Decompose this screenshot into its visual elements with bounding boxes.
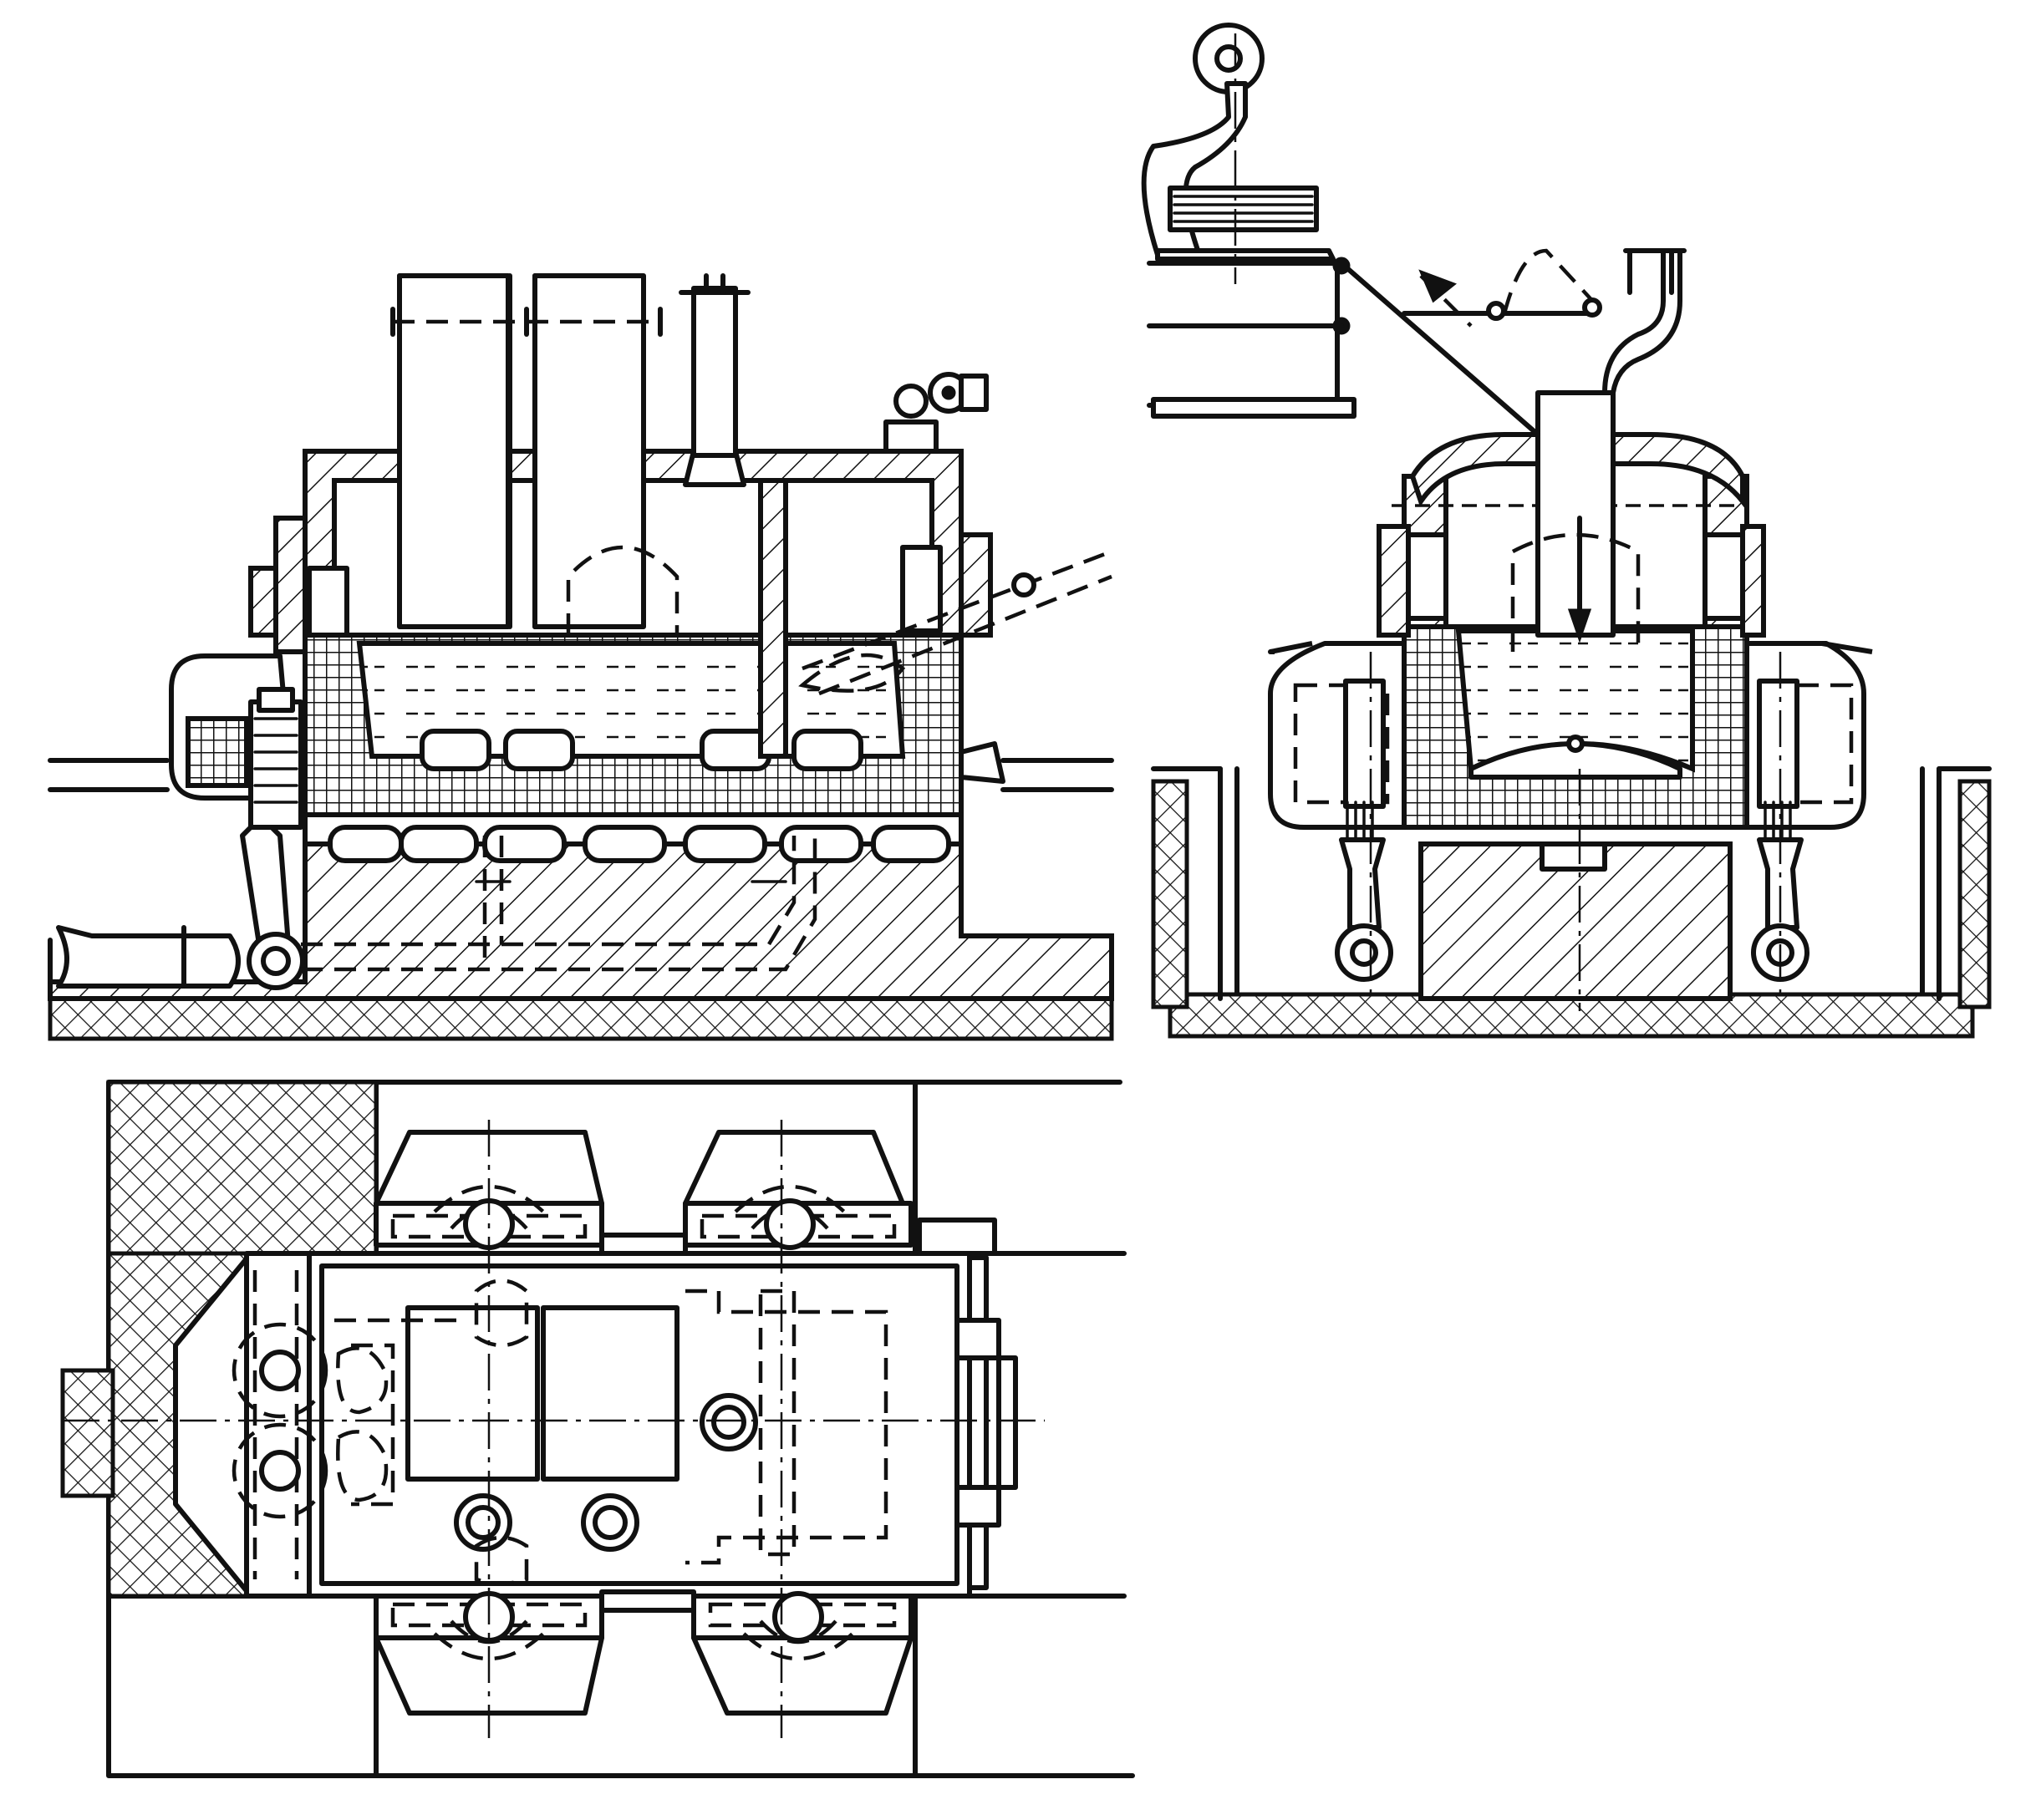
plan-electrode-1 — [405, 1305, 540, 1482]
ground-strip — [48, 996, 1114, 1041]
support-rollers — [303, 812, 964, 863]
electrodes — [390, 273, 663, 629]
crane-rails — [1147, 261, 1352, 408]
end-ground — [1168, 992, 1975, 1039]
end-housings — [1268, 641, 1873, 654]
crane-hook — [1141, 23, 1336, 262]
side-section-view — [48, 273, 1114, 1041]
drive-shaft — [56, 925, 241, 989]
central-pedestal — [1418, 841, 1733, 1001]
tap-spout — [959, 741, 1005, 784]
charging-chute — [802, 549, 1112, 696]
plan-brick-top — [106, 1080, 379, 1256]
plan-rockers-top — [374, 1130, 914, 1256]
plan-right-drive — [917, 1218, 1018, 1590]
drive-rod — [248, 699, 303, 830]
plan-electrode-2 — [541, 1305, 679, 1482]
flue-stack — [679, 273, 751, 487]
partition-wall — [758, 478, 788, 759]
plan-rockers-bottom — [374, 1589, 914, 1716]
left-buttress — [248, 516, 308, 654]
holder-arm — [1602, 248, 1682, 395]
plan-view — [60, 1080, 1135, 1778]
plan-hidden-lines — [334, 1289, 888, 1565]
crank-link — [240, 825, 291, 947]
bath-blocks — [420, 729, 863, 771]
end-rockers — [1268, 641, 1866, 982]
rocker-brick — [186, 716, 249, 788]
end-section-view — [1141, 23, 1992, 1039]
hydraulic-lines — [301, 836, 817, 972]
end-electrode — [1535, 390, 1616, 638]
end-roof — [1409, 432, 1745, 509]
door-arch — [566, 545, 679, 635]
tilt-drive — [883, 372, 989, 454]
